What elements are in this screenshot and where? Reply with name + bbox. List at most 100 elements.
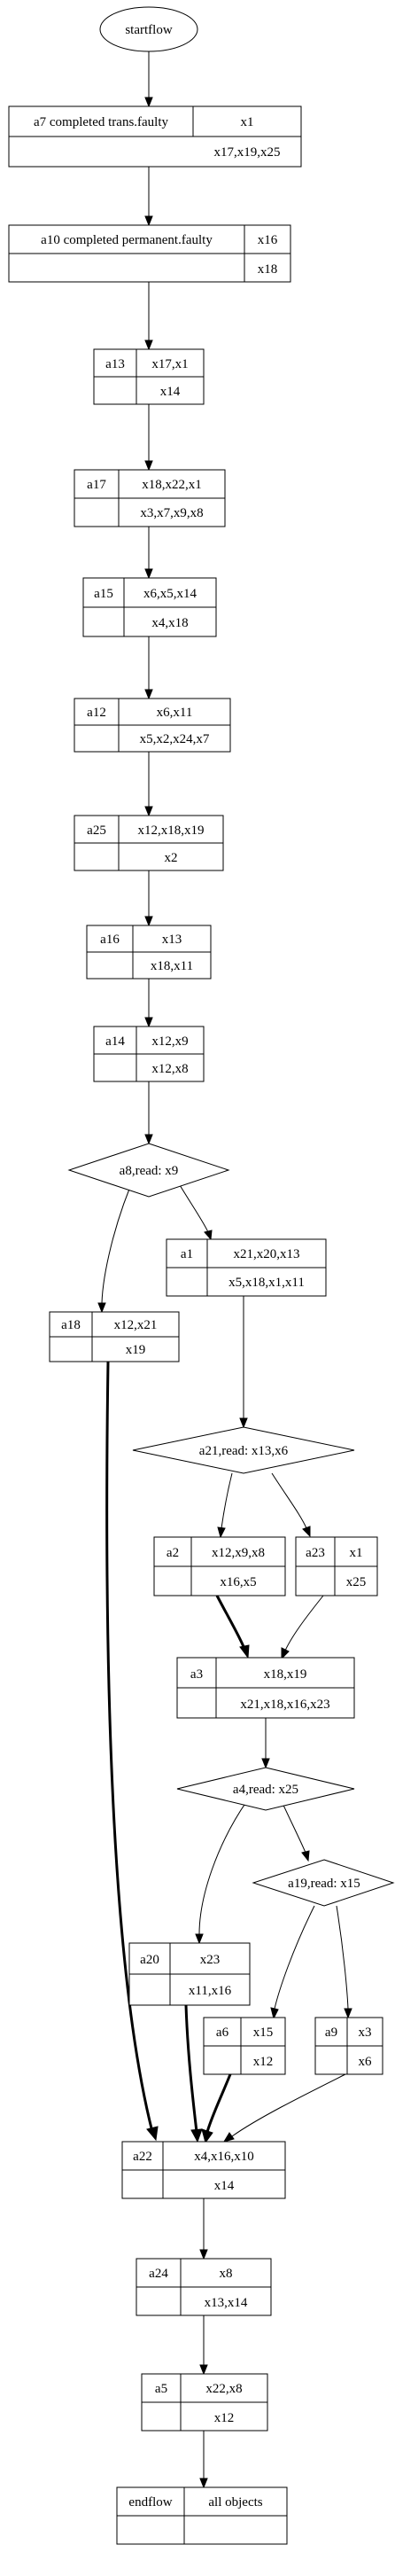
node-a10-writes: x18 (258, 262, 278, 277)
decision-a8-label: a8,read: x9 (120, 1164, 179, 1178)
node-a2-title: a2 (167, 1546, 179, 1560)
node-a16-writes: x18,x11 (151, 959, 193, 973)
end-objects-label: all objects (208, 2495, 262, 2510)
node-a7-writes: x17,x19,x25 (214, 145, 281, 160)
arrowhead (239, 1644, 250, 1659)
node-a22: a22 x4,x16,x10 x14 (121, 2141, 286, 2199)
node-a1: a1 x21,x20,x13 x5,x18,x1,x11 (166, 1238, 327, 1297)
arrowhead (144, 689, 153, 700)
node-a15: a15 x6,x5,x14 x4,x18 (82, 577, 217, 637)
node-a24-reads: x8 (220, 2267, 233, 2281)
edge-a19-a9 (336, 1905, 349, 2010)
node-a24: a24 x8 x13,x14 (136, 2258, 272, 2316)
arrowhead (270, 2007, 279, 2020)
arrowhead (222, 2132, 235, 2143)
node-a18: a18 x12,x21 x19 (49, 1311, 180, 1362)
node-a25-reads: x12,x18,x19 (138, 824, 205, 838)
decision-a8: a8,read: x9 (67, 1143, 230, 1198)
node-a13-reads: x17,x1 (151, 357, 188, 371)
node-a20-reads: x23 (200, 1953, 221, 1967)
node-a2: a2 x12,x9,x8 x16,x5 (153, 1536, 286, 1596)
node-a12-title: a12 (87, 706, 106, 720)
node-a20-title: a20 (140, 1953, 159, 1967)
node-a15-reads: x6,x5,x14 (143, 587, 198, 601)
node-a18-title: a18 (61, 1318, 81, 1332)
node-a3-title: a3 (190, 1667, 203, 1682)
decision-a21: a21,read: x13,x6 (132, 1426, 355, 1474)
arrowhead (144, 460, 153, 472)
node-a12-reads: x6,x11 (157, 706, 193, 720)
node-a13-writes: x14 (160, 385, 181, 399)
arrowhead (281, 1647, 290, 1660)
node-a6-writes: x12 (253, 2055, 274, 2069)
node-a5-writes: x12 (214, 2411, 235, 2425)
edge-a18-a22 (105, 1361, 154, 2133)
decision-a19: a19,read: x15 (252, 1859, 395, 1907)
arrowhead (302, 1526, 311, 1538)
arrowhead (217, 1526, 226, 1539)
node-a14-writes: x12,x8 (151, 1062, 188, 1076)
node-a10: a10 completed permanent.faulty x16 x18 (8, 224, 291, 283)
node-a24-writes: x13,x14 (205, 2296, 248, 2310)
node-a9-writes: x6 (359, 2055, 373, 2069)
arrowhead (204, 1229, 213, 1241)
decision-a19-label: a19,read: x15 (288, 1877, 360, 1891)
arrowhead (195, 1933, 204, 1945)
arrowhead (344, 2008, 352, 2019)
arrowhead (144, 916, 153, 927)
node-a18-writes: x19 (126, 1343, 146, 1357)
node-a12-writes: x5,x2,x24,x7 (140, 732, 210, 746)
node-a23-title: a23 (306, 1546, 325, 1560)
node-a20: a20 x23 x11,x16 (128, 1942, 251, 2006)
arrowhead (146, 2126, 159, 2142)
arrowhead (144, 568, 153, 580)
node-a3-writes: x21,x18,x16,x23 (240, 1698, 329, 1712)
node-a6-title: a6 (216, 2026, 229, 2040)
node-a22-writes: x14 (214, 2179, 235, 2193)
edge-a9-a22 (231, 2073, 346, 2137)
node-a16: a16 x13 x18,x11 (86, 925, 212, 980)
node-a25: a25 x12,x18,x19 x2 (74, 815, 224, 871)
end-node: endflow all objects (116, 2486, 288, 2545)
decision-a4: a4,read: x25 (176, 1767, 355, 1811)
edge-a19-a6 (274, 1905, 315, 2010)
edge-a4-a19 (280, 1799, 306, 1854)
node-a1-title: a1 (181, 1247, 193, 1261)
node-a7-title: a7 completed trans.faulty (34, 115, 169, 129)
edge-a4-a20 (198, 1799, 249, 1935)
node-a9-reads: x3 (359, 2026, 372, 2040)
node-a25-title: a25 (87, 824, 106, 838)
arrowhead (199, 2478, 208, 2489)
node-a14: a14 x12,x9 x12,x8 (93, 1026, 205, 1082)
edge-a21-a2 (221, 1472, 233, 1529)
node-a25-writes: x2 (165, 851, 178, 865)
arrowhead (144, 97, 153, 108)
edge-a20-a22 (184, 2004, 198, 2133)
node-a6: a6 x15 x12 (203, 2017, 286, 2075)
start-label: startflow (125, 23, 172, 37)
arrowhead (261, 1758, 270, 1769)
node-a9: a9 x3 x6 (314, 2017, 383, 2075)
node-a5: a5 x22,x8 x12 (141, 2373, 268, 2432)
node-a17: a17 x18,x22,x1 x3,x7,x9,x8 (74, 469, 226, 527)
edge-a21-a23 (271, 1472, 307, 1529)
flow-edges (97, 51, 352, 2489)
arrowhead (144, 806, 153, 817)
node-a14-reads: x12,x9 (151, 1034, 188, 1049)
node-a17-title: a17 (87, 478, 106, 492)
arrowhead (201, 2128, 213, 2144)
arrowhead (199, 2249, 208, 2260)
decision-a4-label: a4,read: x25 (233, 1783, 298, 1797)
arrowhead (239, 1417, 248, 1429)
node-a2-reads: x12,x9,x8 (212, 1546, 265, 1560)
node-a16-reads: x13 (162, 933, 182, 947)
node-a9-title: a9 (325, 2026, 337, 2040)
node-a1-writes: x5,x18,x1,x11 (228, 1276, 305, 1290)
node-a23-reads: x1 (350, 1546, 363, 1560)
node-a14-title: a14 (105, 1034, 125, 1049)
node-a3: a3 x18,x19 x21,x18,x16,x23 (176, 1657, 355, 1719)
node-a23-writes: x25 (346, 1575, 367, 1589)
edge-a6-a22 (205, 2073, 232, 2133)
node-a23: a23 x1 x25 (295, 1536, 378, 1596)
